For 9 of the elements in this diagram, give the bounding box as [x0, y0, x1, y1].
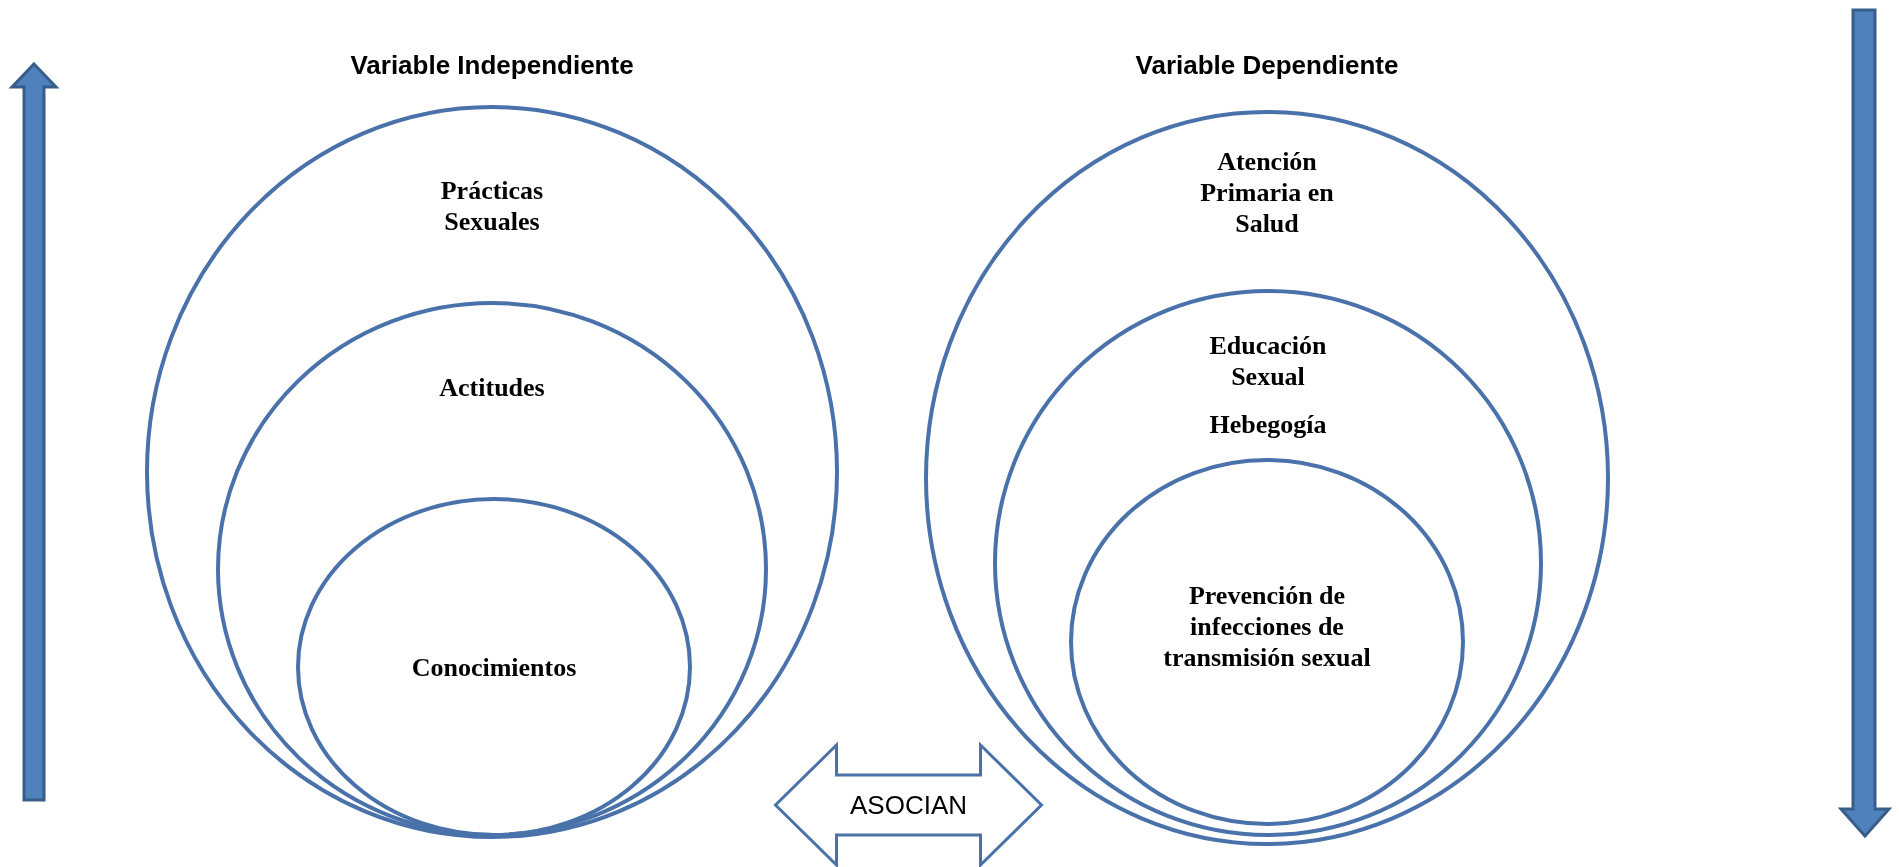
node-label: Conocimientos — [410, 652, 578, 683]
node-label: Atención Primaria en Salud — [1199, 146, 1335, 239]
node-label: Educación Sexual — [1208, 330, 1328, 392]
node-label: Hebegogía — [1208, 409, 1328, 440]
node-label: Actitudes — [438, 372, 546, 403]
node-label: Prácticas Sexuales — [439, 175, 545, 237]
node-label: Prevención de infecciones de transmisión sexual — [1162, 580, 1372, 673]
group-heading: Variable Dependiente — [1135, 50, 1399, 81]
group-heading: Variable Independiente — [350, 50, 634, 81]
